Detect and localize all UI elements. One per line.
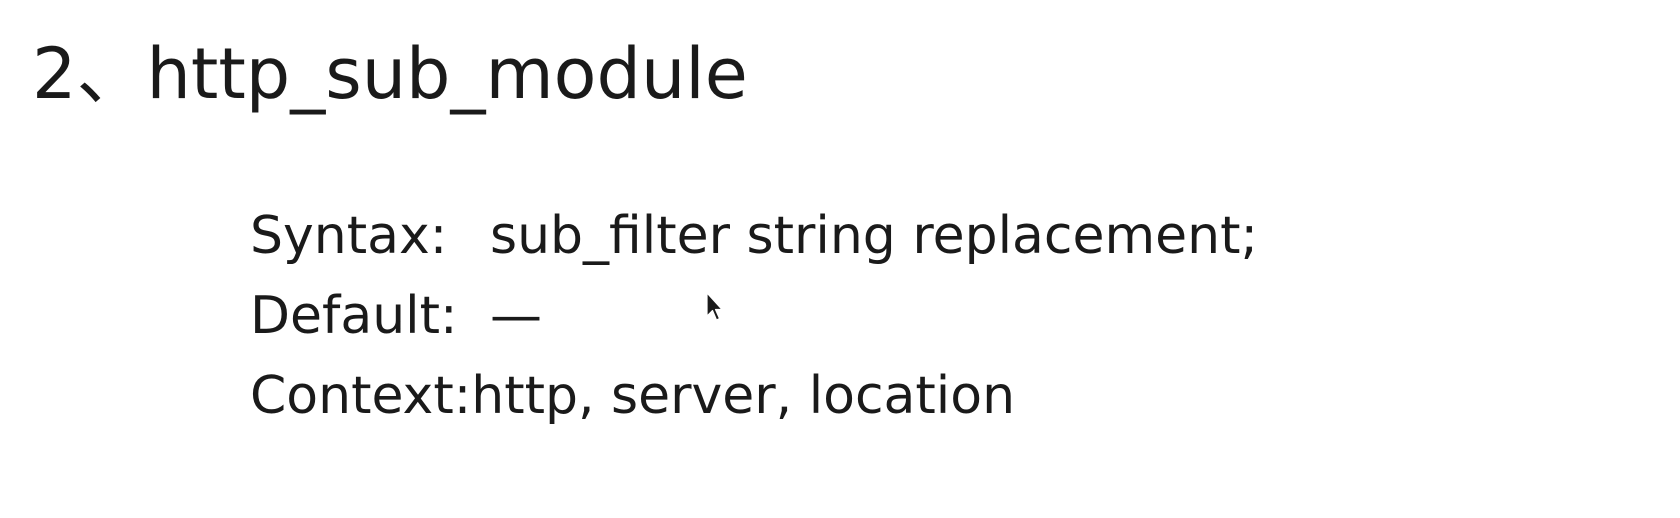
slide-title: 2、http_sub_module	[32, 33, 748, 115]
directive-block: Syntax: sub_filter string replacement; De…	[250, 196, 1258, 436]
syntax-label: Syntax:	[250, 206, 448, 266]
mouse-pointer-icon	[706, 292, 722, 321]
context-value: http, server, location	[471, 366, 1016, 426]
default-row: Default: —	[250, 276, 1258, 356]
syntax-value: sub_filter string replacement;	[490, 206, 1258, 266]
default-value: —	[490, 286, 542, 346]
default-label: Default:	[250, 286, 458, 346]
context-row: Context:http, server, location	[250, 356, 1258, 436]
context-label: Context:	[250, 366, 472, 426]
syntax-row: Syntax: sub_filter string replacement;	[250, 196, 1258, 276]
